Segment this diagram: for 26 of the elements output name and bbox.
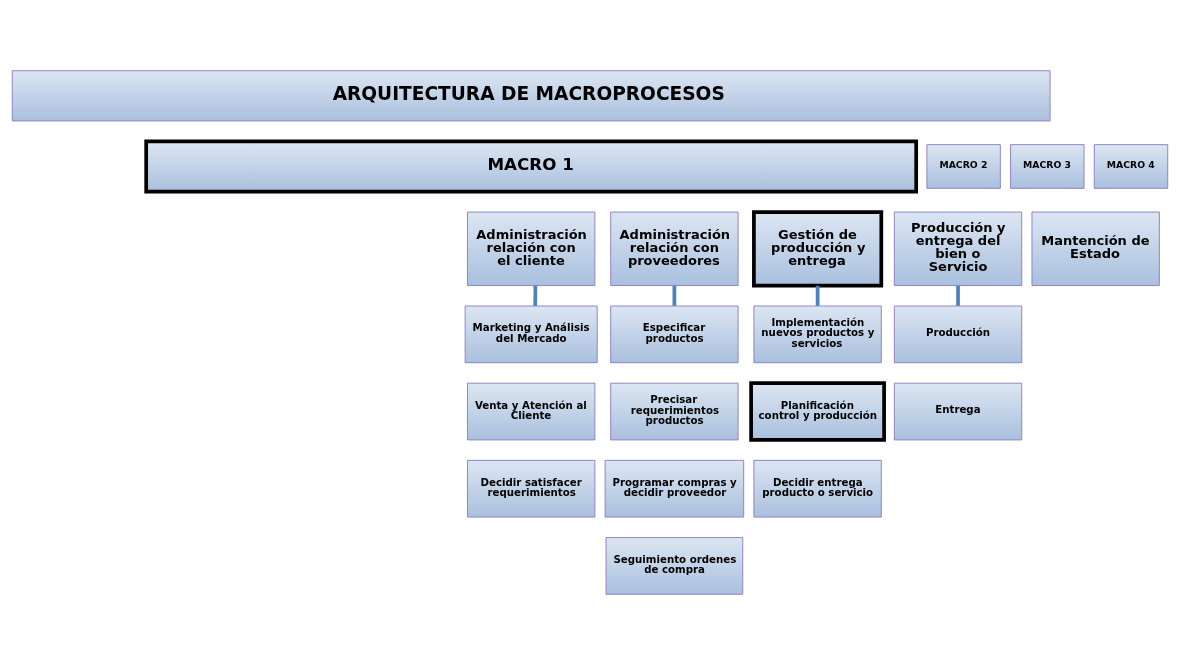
- node-box: MACRO 1: [144, 139, 919, 194]
- node-box: Entrega: [893, 382, 1023, 441]
- node-box: Decidir entrega producto o servicio: [753, 459, 882, 518]
- node-box: Seguimiento ordenes de compra: [605, 537, 744, 595]
- node-box: MACRO 3: [1010, 144, 1085, 189]
- node-box: Producción y entrega del bien o Servicio: [893, 211, 1023, 286]
- node-box: Implementación nuevos productos y servicios: [753, 305, 882, 364]
- node-box: Marketing y Análisis del Mercado: [464, 305, 598, 364]
- node-box: Producción: [893, 305, 1023, 364]
- node-box: Administración relación con proveedores: [610, 211, 739, 286]
- node-box: Administración relación con el cliente: [467, 211, 596, 286]
- connector: [815, 285, 820, 306]
- connector: [533, 285, 538, 306]
- node-box: Mantención de Estado: [1031, 211, 1160, 286]
- node-box: Decidir satisfacer requerimientos: [467, 459, 596, 518]
- node-box: Especificar productos: [610, 305, 739, 364]
- node-box: ARQUITECTURA DE MACROPROCESOS: [11, 70, 1051, 122]
- node-box: MACRO 2: [926, 144, 1001, 189]
- connector: [956, 285, 960, 306]
- node-box: Precisar requerimientos productos: [610, 382, 739, 441]
- node-box: MACRO 4: [1093, 144, 1169, 189]
- node-box: Venta y Atención al Cliente: [467, 382, 596, 441]
- node-box: Gestión de producción y entrega: [752, 210, 884, 288]
- node-box: Planificación control y producción: [749, 381, 886, 442]
- node-box: Programar compras y decidir proveedor: [604, 459, 745, 518]
- connector: [672, 285, 677, 306]
